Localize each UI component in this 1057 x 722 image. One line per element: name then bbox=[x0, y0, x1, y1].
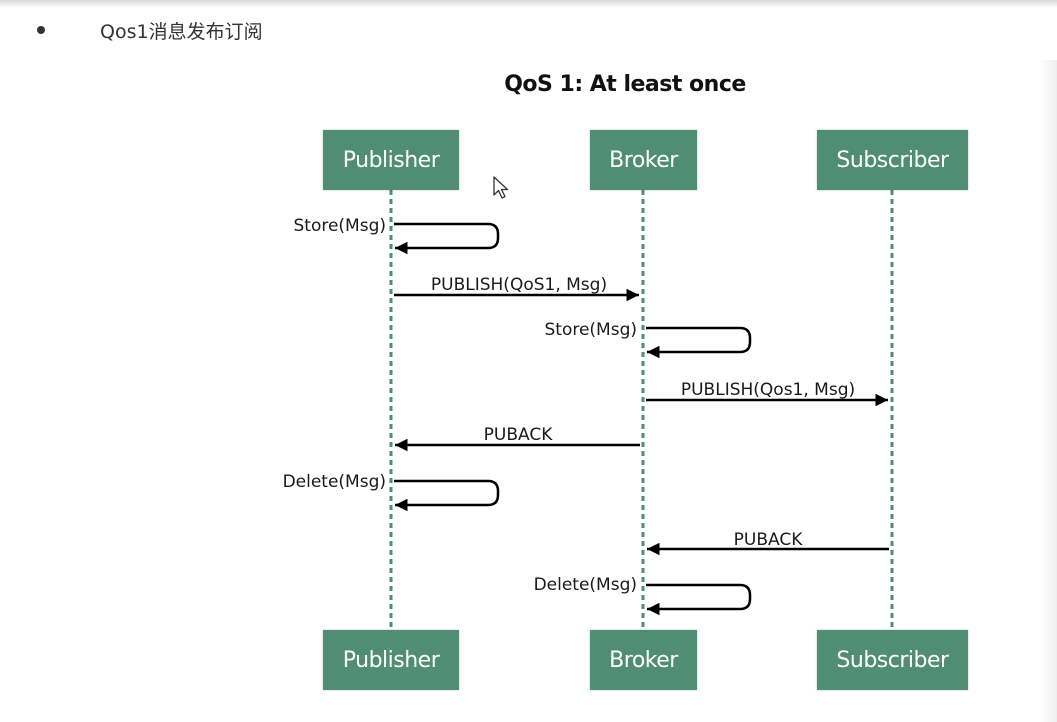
label-store-broker: Store(Msg) bbox=[544, 320, 637, 340]
label-puback-to-broker: PUBACK bbox=[734, 530, 804, 550]
actor-publisher-top: Publisher bbox=[323, 130, 459, 190]
label-delete-publisher: Delete(Msg) bbox=[283, 472, 386, 492]
arrow-delete-publisher bbox=[394, 479, 500, 512]
actor-broker-bottom: Broker bbox=[590, 630, 697, 690]
label-puback-to-publisher: PUBACK bbox=[484, 425, 554, 445]
arrow-store-publisher bbox=[394, 222, 500, 255]
label-publish-to-broker: PUBLISH(QoS1, Msg) bbox=[431, 275, 607, 295]
actor-subscriber-top: Subscriber bbox=[817, 130, 968, 190]
actor-subscriber-bottom: Subscriber bbox=[817, 630, 968, 690]
bullet-dot-icon bbox=[37, 26, 45, 34]
bullet-text: Qos1消息发布订阅 bbox=[100, 21, 263, 43]
arrow-store-broker bbox=[646, 326, 752, 359]
actor-broker-top: Broker bbox=[590, 130, 697, 190]
arrow-delete-broker bbox=[646, 583, 752, 616]
actor-publisher-bottom: Publisher bbox=[323, 630, 459, 690]
right-edge-shadow bbox=[1040, 60, 1057, 722]
bullet-item: Qos1消息发布订阅 bbox=[0, 0, 1057, 60]
mouse-cursor-icon bbox=[493, 176, 511, 204]
label-publish-to-subscriber: PUBLISH(Qos1, Msg) bbox=[681, 380, 855, 400]
label-store-publisher: Store(Msg) bbox=[293, 216, 386, 236]
label-delete-broker: Delete(Msg) bbox=[534, 575, 637, 595]
window-top-shadow bbox=[0, 0, 1057, 8]
diagram-title: QoS 1: At least once bbox=[504, 72, 746, 97]
